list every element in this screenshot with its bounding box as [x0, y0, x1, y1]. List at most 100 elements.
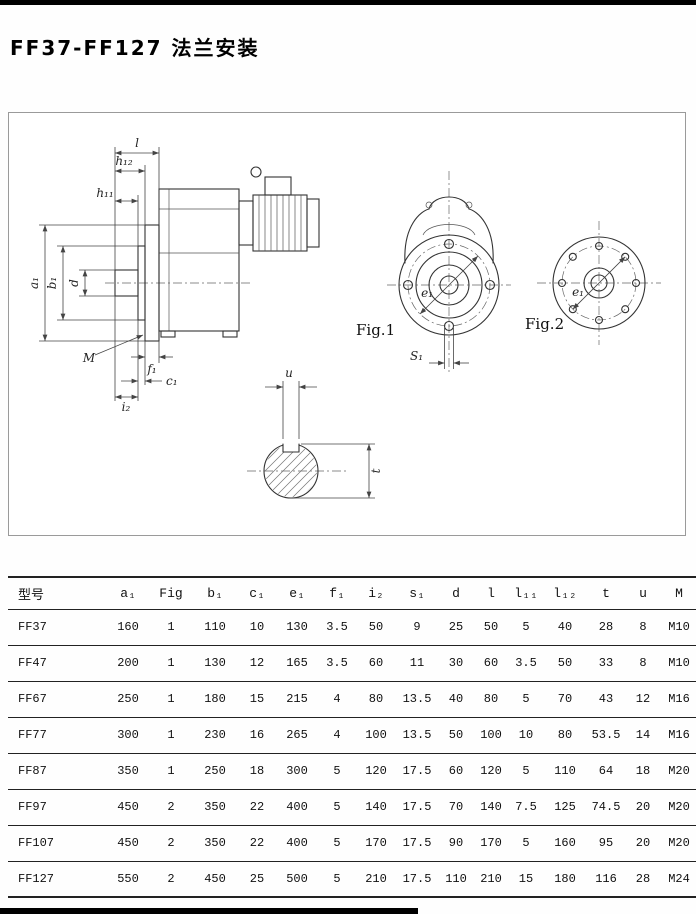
value-cell: 74.5	[591, 800, 621, 814]
value-cell: 170	[480, 836, 502, 850]
value-cell: 3.5	[326, 620, 348, 634]
shaft-section-view: u t	[247, 366, 383, 499]
value-cell: 15	[518, 871, 534, 886]
value-cell: 50	[448, 728, 464, 742]
model-cell: FF87	[18, 764, 47, 778]
value-cell: 5	[522, 692, 530, 706]
value-cell: 43	[598, 692, 614, 706]
value-cell: 70	[557, 692, 573, 706]
column-header: b₁	[207, 585, 223, 601]
value-cell: 160	[117, 620, 139, 634]
dim-label-h12: h₁₂	[115, 154, 133, 168]
value-cell: 3.5	[326, 656, 348, 670]
value-cell: 116	[595, 871, 617, 886]
value-cell: 110	[445, 871, 467, 886]
model-cell: FF77	[18, 728, 47, 742]
value-cell: M24	[668, 871, 690, 886]
dimension-drawing-svg: l h₁₂ h₁₁ a₁ b₁ d M f₁	[27, 136, 661, 499]
value-cell: 1	[167, 728, 175, 742]
fig2-view: e₁ Fig.2	[525, 221, 661, 345]
value-cell: 12	[635, 692, 651, 706]
value-cell: 1	[167, 764, 175, 778]
value-cell: 15	[249, 692, 265, 706]
value-cell: 140	[480, 800, 502, 814]
value-cell: 550	[117, 871, 139, 886]
model-cell: FF127	[18, 871, 55, 886]
column-header: l₁₂	[553, 585, 577, 601]
dim-label-l: l	[135, 136, 139, 150]
value-cell: 2	[167, 836, 175, 850]
value-cell: 25	[249, 871, 265, 886]
value-cell: 60	[448, 764, 464, 778]
value-cell: 350	[204, 836, 226, 850]
dim-label-e1-fig2: e₁	[572, 285, 584, 299]
value-cell: 210	[480, 871, 502, 886]
column-header: a₁	[120, 585, 136, 601]
dim-label-b1: b₁	[45, 277, 59, 290]
dim-label-a1: a₁	[27, 277, 41, 289]
dim-label-h11: h₁₁	[96, 186, 113, 200]
value-cell: 90	[448, 836, 464, 850]
dim-label-e1-fig1: e₁	[421, 286, 433, 300]
value-cell: M20	[668, 764, 690, 778]
page-title: FF37-FF127 法兰安装	[10, 36, 260, 60]
model-cell: FF97	[18, 800, 47, 814]
dim-label-M: M	[82, 351, 96, 365]
value-cell: 125	[554, 800, 576, 814]
value-cell: 180	[554, 871, 576, 886]
side-view-gearmotor: l h₁₂ h₁₁ a₁ b₁ d M f₁	[27, 136, 320, 414]
dim-label-i2: i₂	[122, 400, 131, 414]
value-cell: 5	[333, 764, 341, 778]
value-cell: 4	[333, 692, 341, 706]
value-cell: 70	[448, 800, 464, 814]
value-cell: 250	[204, 764, 226, 778]
value-cell: 50	[557, 656, 573, 670]
value-cell: 80	[368, 692, 384, 706]
column-header: l₁₁	[514, 585, 538, 601]
value-cell: 64	[598, 764, 614, 778]
value-cell: 1	[167, 656, 175, 670]
technical-drawing: l h₁₂ h₁₁ a₁ b₁ d M f₁	[8, 112, 686, 536]
value-cell: 30	[448, 656, 464, 670]
column-header: e₁	[289, 585, 305, 601]
value-cell: M10	[668, 656, 690, 670]
value-cell: 14	[635, 728, 651, 742]
dim-label-d: d	[67, 279, 81, 287]
value-cell: 140	[365, 800, 387, 814]
value-cell: 7.5	[515, 800, 537, 814]
fig2-label: Fig.2	[525, 315, 564, 333]
model-cell: FF47	[18, 656, 47, 670]
model-cell: FF37	[18, 620, 47, 634]
value-cell: 400	[286, 800, 308, 814]
value-cell: 100	[365, 728, 387, 742]
column-header: M	[675, 585, 683, 601]
value-cell: 8	[639, 656, 647, 670]
column-header: l	[487, 585, 495, 601]
value-cell: 10	[249, 620, 265, 634]
value-cell: 13.5	[402, 728, 432, 742]
value-cell: 25	[448, 620, 464, 634]
value-cell: 28	[635, 871, 651, 886]
value-cell: M20	[668, 836, 690, 850]
column-header: d	[452, 585, 460, 601]
value-cell: 12	[249, 656, 265, 670]
value-cell: 5	[333, 836, 341, 850]
value-cell: 60	[368, 656, 384, 670]
value-cell: 60	[483, 656, 499, 670]
value-cell: 20	[635, 800, 651, 814]
value-cell: 1	[167, 620, 175, 634]
model-cell: FF67	[18, 692, 47, 706]
value-cell: 170	[365, 836, 387, 850]
dim-label-c1: c₁	[166, 374, 178, 388]
value-cell: 250	[117, 692, 139, 706]
fig1-label: Fig.1	[356, 321, 395, 339]
value-cell: 80	[557, 728, 573, 742]
fig1-view: e₁ S₁ Fig.1	[356, 171, 511, 375]
value-cell: M10	[668, 620, 690, 634]
column-header: s₁	[409, 585, 425, 601]
